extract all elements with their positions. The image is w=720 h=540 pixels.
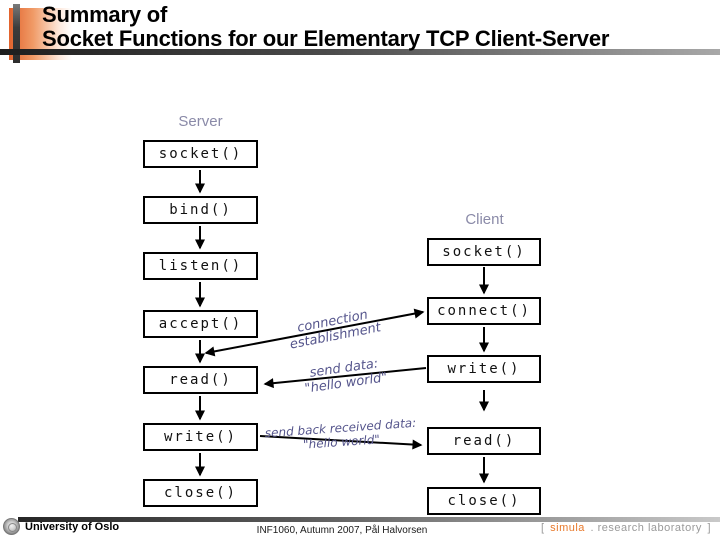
- simula-rest: . research laboratory: [590, 522, 702, 534]
- title-divider-line: [0, 49, 720, 55]
- client-connect-box: connect(): [427, 297, 541, 325]
- server-read-box: read(): [143, 366, 258, 394]
- server-listen-box: listen(): [143, 252, 258, 280]
- arrow-connection-establishment: [204, 308, 425, 357]
- page-title: Summary of Socket Functions for our Elem…: [42, 3, 702, 51]
- university-of-oslo-logo-icon: [3, 518, 20, 535]
- server-accept-box: accept(): [143, 310, 258, 338]
- client-close-box: close(): [427, 487, 541, 515]
- client-socket-box: socket(): [427, 238, 541, 266]
- arrow-send-data: [263, 367, 427, 389]
- server-write-box: write(): [143, 423, 258, 451]
- client-read-box: read(): [427, 427, 541, 455]
- arrow-send-back-data: [259, 435, 423, 450]
- client-column-label: Client: [465, 211, 504, 228]
- footer-course-info: INF1060, Autumn 2007, Pål Halvorsen: [256, 525, 428, 536]
- footer-university-name: University of Oslo: [25, 521, 120, 533]
- server-column-label: Server: [178, 113, 223, 130]
- page-title-line1: Summary of: [42, 2, 168, 27]
- server-close-box: close(): [143, 479, 258, 507]
- title-accent-vertical-bar: [13, 4, 20, 63]
- client-write-box: write(): [427, 355, 541, 383]
- footer-simula-lab-logo: [ simula . research laboratory ]: [540, 522, 712, 534]
- simula-name: simula: [550, 522, 585, 534]
- server-socket-box: socket(): [143, 140, 258, 168]
- simula-bracket-close: ]: [707, 522, 711, 534]
- server-bind-box: bind(): [143, 196, 258, 224]
- footer-divider-line: [18, 517, 720, 522]
- simula-bracket-open: [: [541, 522, 545, 534]
- page-title-line2: Socket Functions for our Elementary TCP …: [42, 26, 610, 51]
